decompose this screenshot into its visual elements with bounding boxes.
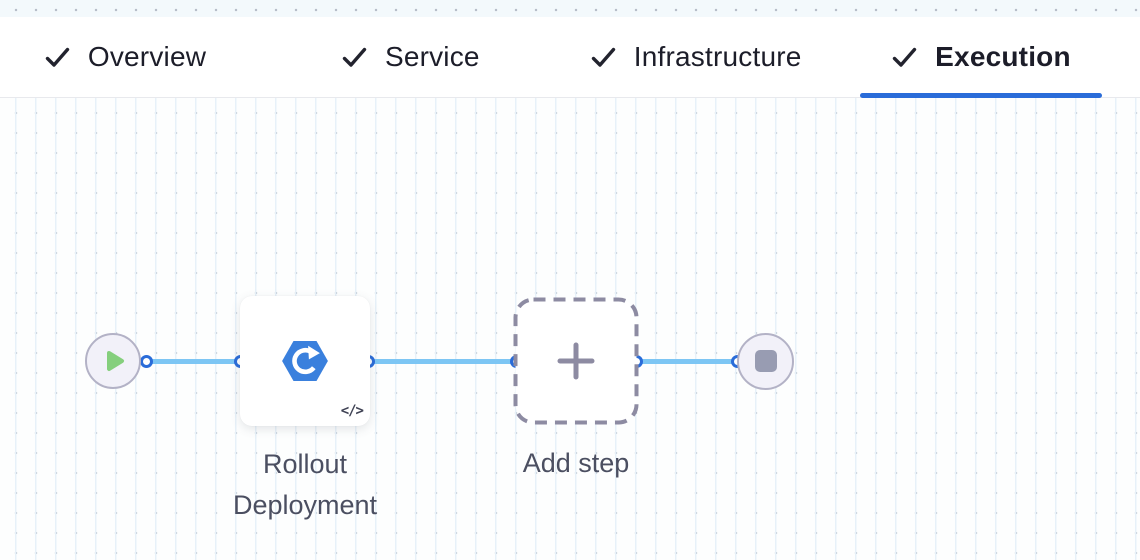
tab-overview[interactable]: Overview [4,17,246,97]
canvas-top-strip [0,0,1140,17]
add-step-label: Add step [522,448,630,478]
connector-dot [139,354,153,368]
active-tab-indicator [859,93,1102,98]
play-icon [103,348,127,374]
tab-label: Infrastructure [633,41,802,72]
tab-label: Execution [935,41,1071,72]
tab-service[interactable]: Service [289,17,531,97]
pipeline-canvas[interactable]: </> Rollout Deployment Add step [0,98,1140,560]
step-node-rollout-deployment[interactable]: </> [240,296,370,426]
check-icon [590,46,617,69]
check-icon [891,46,918,69]
flow-line [636,358,737,364]
flow-line [146,358,240,364]
tab-label: Overview [87,41,207,72]
tab-label: Service [384,41,480,72]
pipeline-start-node [85,333,141,389]
tab-execution[interactable]: Execution [859,17,1102,98]
add-step-node[interactable] [513,297,639,425]
tab-infrastructure[interactable]: Infrastructure [575,17,817,97]
pipeline-end-node [737,332,794,390]
step-node-label: Rollout Deployment [232,449,378,520]
check-icon [44,46,71,69]
stop-icon [754,350,777,372]
check-icon [341,46,368,69]
plus-icon [557,342,595,380]
rollout-deployment-hexagon-icon [282,341,329,382]
flow-line [368,358,516,364]
code-icon: </> [340,403,364,419]
stage-config-tabs: Overview Service Infrastructure Executio… [0,17,1140,98]
